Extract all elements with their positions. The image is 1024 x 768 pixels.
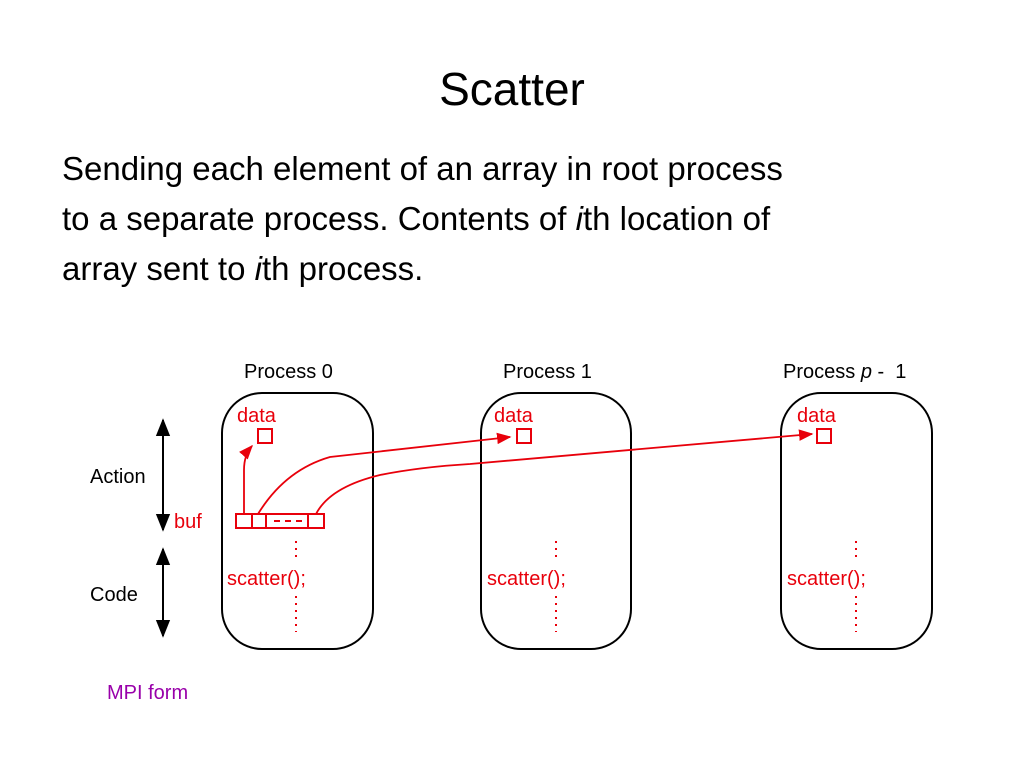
description-line-3: array sent to ith process.	[62, 250, 424, 287]
process-1-data-label: data	[494, 405, 534, 427]
process-last-data-label: data	[797, 405, 837, 427]
scatter-arrow-to-process-1	[257, 432, 512, 515]
code-label: Code	[90, 584, 138, 606]
buf-array	[235, 513, 325, 529]
process-0-data-label: data	[237, 405, 277, 427]
process-last-data-cell	[816, 428, 832, 444]
process-1-scatter-call: scatter();	[487, 568, 566, 590]
process-last-scatter-call: scatter();	[787, 568, 866, 590]
process-last-label-suffix: - 1	[872, 361, 906, 383]
description-line-1: Sending each element of an array in root…	[62, 150, 783, 187]
scatter-arrow-to-process-0	[239, 444, 253, 514]
action-label: Action	[90, 466, 146, 488]
process-1-box	[480, 392, 632, 650]
process-last-label-prefix: Process	[783, 361, 861, 383]
mpi-form-label: MPI form	[107, 682, 188, 704]
scatter-arrow-to-process-last	[315, 429, 814, 515]
slide-title: Scatter	[439, 63, 585, 115]
process-0-data-cell	[257, 428, 273, 444]
process-last-label-var: p	[860, 361, 872, 383]
process-last-box	[780, 392, 933, 650]
process-0-label: Process 0	[244, 361, 333, 383]
process-1-data-cell	[516, 428, 532, 444]
buf-label: buf	[174, 511, 202, 533]
description-line-2: to a separate process. Contents of ith l…	[62, 200, 771, 237]
process-0-scatter-call: scatter();	[227, 568, 306, 590]
process-last-label: Process p - 1	[783, 361, 906, 383]
process-0-box	[221, 392, 374, 650]
slide-description: Sending each element of an array in root…	[62, 144, 962, 294]
process-1-label: Process 1	[503, 361, 592, 383]
